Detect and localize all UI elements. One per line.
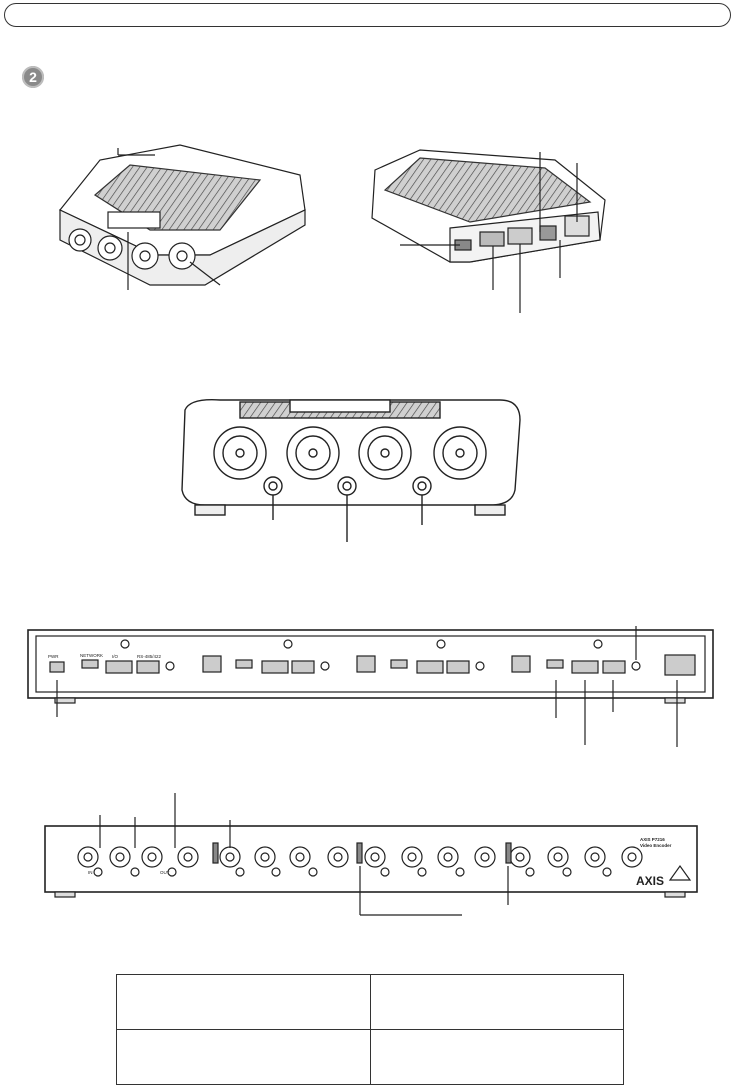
hardware-overview-illustration: PWR NETWORK I/O RS-485/422 IN OUT AXIS P… <box>27 144 714 916</box>
rack-front-panel-illustration <box>44 793 698 916</box>
table-cell <box>116 1029 371 1085</box>
table-cell <box>369 974 624 1030</box>
label-network: NETWORK <box>80 653 103 658</box>
rack-rear-panel-illustration <box>27 626 714 747</box>
legend-table <box>116 974 624 1085</box>
label-rs: RS-485/422 <box>137 654 162 659</box>
header-bar <box>4 3 731 27</box>
label-io: I/O <box>112 654 119 659</box>
axis-logo: AXIS <box>636 874 664 888</box>
label-model: AXIS P7216 <box>640 837 665 842</box>
table-cell <box>116 974 371 1030</box>
table-cell <box>369 1029 624 1085</box>
table-row <box>116 1029 624 1085</box>
table-row <box>116 974 624 1030</box>
front-unit-illustration <box>59 144 306 290</box>
label-in: IN <box>88 870 93 875</box>
front-closeup-illustration <box>181 399 521 542</box>
step-number-badge: 2 <box>22 66 44 88</box>
rear-unit-illustration <box>371 149 606 313</box>
label-model-sub: Video Encoder <box>640 843 672 848</box>
label-pwr: PWR <box>48 654 59 659</box>
label-out: OUT <box>160 870 170 875</box>
